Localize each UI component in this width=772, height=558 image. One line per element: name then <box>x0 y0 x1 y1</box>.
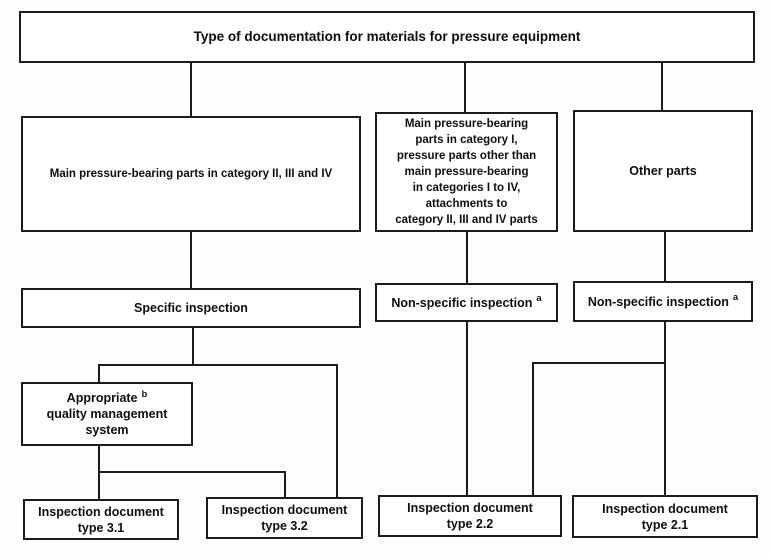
non-specific-label: Non-specific inspection <box>391 295 533 310</box>
footnote-marker-a: a <box>536 293 542 305</box>
connector-specific-down <box>192 327 194 366</box>
specific-inspection-text: Specific inspection <box>134 301 248 315</box>
title-text: Type of documentation for materials for … <box>193 29 581 44</box>
category-other-parts-text: Other parts <box>629 164 697 178</box>
connector-other-parts-to-nonspecific <box>664 231 666 282</box>
document-box-type-2-1: Inspection document type 2.1 <box>572 495 758 538</box>
connector-qms-split <box>98 471 286 473</box>
connector-specific-to-type32 <box>336 364 338 498</box>
connector-nonspecific-right-to-type21 <box>664 321 666 496</box>
footnote-marker-a: a <box>732 292 739 304</box>
connector-mid-category-to-nonspecific <box>466 231 468 284</box>
category-box-main-cat-2-3-4: Main pressure-bearing parts in category … <box>21 116 361 232</box>
connector-qms-to-type31 <box>98 471 100 500</box>
connector-qms-down <box>98 445 100 473</box>
connector-nonspecific-mid-to-type22 <box>466 321 468 496</box>
document-type-2-2-text: Inspection document type 2.2 <box>407 501 533 531</box>
connector-qms-to-type32 <box>284 471 286 498</box>
connector-left-category-to-specific <box>190 231 192 289</box>
document-box-type-3-2: Inspection document type 3.2 <box>206 497 363 539</box>
document-box-type-2-2: Inspection document type 2.2 <box>378 495 562 537</box>
connector-nonspecific-right-split <box>532 362 666 364</box>
category-box-other-parts: Other parts <box>573 110 753 232</box>
connector-into-qms <box>98 364 100 383</box>
category-main-cat-1-and-other-text: Main pressure-bearing parts in category … <box>395 118 538 226</box>
connector-top-to-mid-category <box>464 63 466 113</box>
connector-top-to-left-category <box>190 63 192 117</box>
document-box-type-3-1: Inspection document type 3.1 <box>23 499 179 540</box>
qms-rest: quality management system <box>46 407 168 437</box>
document-type-3-2-text: Inspection document type 3.2 <box>221 503 348 533</box>
footnote-marker-b: b <box>141 388 148 400</box>
category-box-main-cat-1-and-other: Main pressure-bearing parts in category … <box>375 112 558 232</box>
document-type-2-1-text: Inspection document type 2.1 <box>602 501 728 532</box>
title-box: Type of documentation for materials for … <box>19 11 755 63</box>
category-main-cat-2-3-4-text: Main pressure-bearing parts in category … <box>49 168 333 180</box>
connector-top-to-other-parts <box>661 63 663 111</box>
non-specific-label: Non-specific inspection <box>587 294 729 309</box>
document-type-3-1-text: Inspection document type 3.1 <box>38 504 164 535</box>
connector-nonspecific-right-to-type22 <box>532 362 534 496</box>
connector-specific-split <box>98 364 338 366</box>
specific-inspection-box: Specific inspection <box>21 288 361 328</box>
qms-word: Appropriate <box>66 391 138 405</box>
